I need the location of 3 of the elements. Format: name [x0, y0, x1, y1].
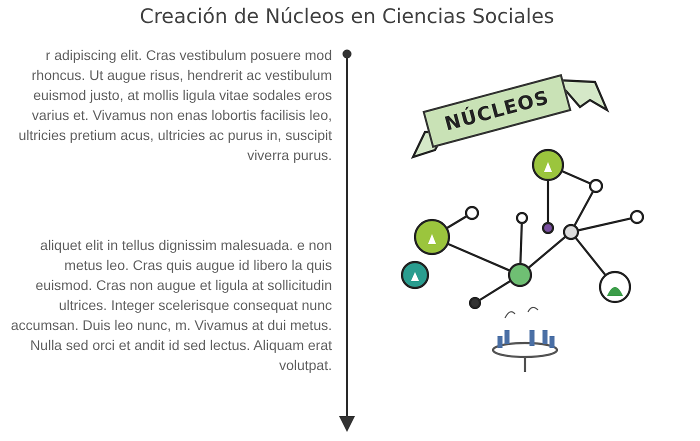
- page-title: Creación de Núcleos en Ciencias Sociales: [138, 4, 556, 28]
- text-paragraph: aliquet elit in tellus dignissim malesuada. e non metus leo. Cras quis augue id libero la quis euismod. Cras non augue et ligula at sollicitudin ultrices. Integer scelerisque consequat nunc accumsan. Duis leo nunc, m. Vivamus at dui metus. Nulla sed orci et andit id sed lectus. Aliquam erat volutpat.: [10, 236, 332, 375]
- text-paragraph: r adipiscing elit. Cras vestibulum posuere mod rhoncus. Ut augue risus, hendrerit ac vestibulum euismod justo, at mollis ligula vitae sodales eros varius et. Vivamus non enas lobortis facilisis leo, ultricies pretium acus, ultricies ac purus in, suscipit viverra purus.: [17, 46, 332, 165]
